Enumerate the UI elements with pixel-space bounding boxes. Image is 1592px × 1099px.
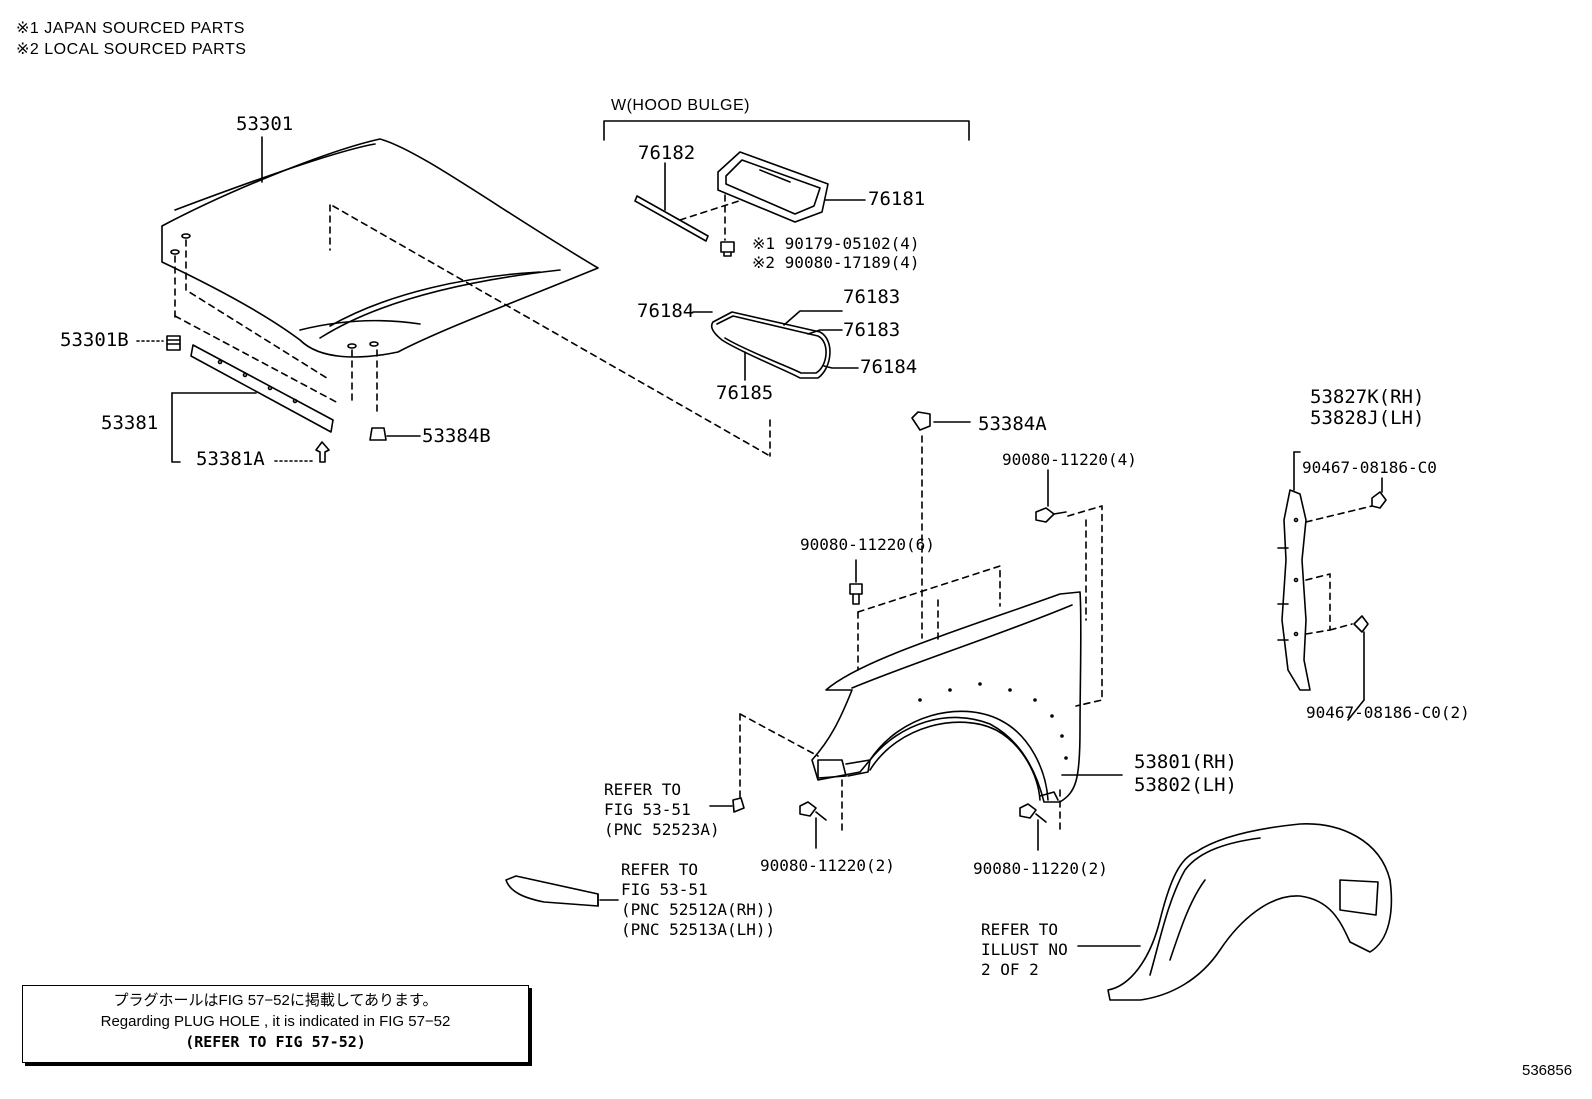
fender-liner [1077, 823, 1393, 1001]
legend-japan-sourced: ※1 JAPAN SOURCED PARTS [16, 20, 245, 37]
callout-53381: 53381 [101, 412, 159, 434]
bolt-90080-6 [849, 559, 863, 605]
callout-76184-left: 76184 [637, 300, 695, 322]
screw-90467-b [1353, 615, 1369, 701]
callout-90467-double: 90467-08186-C0(2) [1306, 703, 1470, 722]
cushion-53384B [369, 427, 421, 441]
note-line-english: Regarding PLUG HOLE , it is indicated in… [100, 1013, 451, 1030]
callout-90080-11220-2-right: 90080-11220(2) [973, 859, 1108, 878]
hood-seal-53381 [171, 344, 334, 463]
callout-53384A: 53384A [978, 413, 1047, 435]
callout-90179: ※1 90179-05102(4) [752, 234, 920, 253]
hood-bulge-label: W(HOOD BULGE) [611, 97, 750, 114]
bolt-90080-2a [799, 801, 827, 849]
hood-panel [161, 138, 599, 358]
clip-52523A [709, 797, 745, 813]
callout-90467-single: 90467-08186-C0 [1302, 458, 1437, 477]
callout-53828J: 53828J(LH) [1310, 407, 1425, 429]
bolt-90080-2b [1019, 803, 1047, 851]
leader-90467b [1347, 699, 1365, 721]
hood-bumper-53301B [136, 335, 181, 351]
note-line-refer: (REFER TO FIG 57-52) [185, 1033, 366, 1051]
callout-53301: 53301 [236, 113, 294, 135]
callout-90080-17189: ※2 90080-17189(4) [752, 253, 920, 272]
refer-illust-2: REFER TO ILLUST NO 2 OF 2 [981, 920, 1068, 979]
refer-52523A: REFER TO FIG 53-51 (PNC 52523A) [604, 780, 720, 839]
callout-76181: 76181 [868, 188, 926, 210]
splash-shield-53827K [1277, 451, 1311, 691]
molding-52512A [505, 875, 619, 907]
shield-dashed-guides [1305, 505, 1373, 635]
callout-90080-11220-6: 90080-11220(6) [800, 535, 935, 554]
clip-53381A [315, 441, 330, 463]
callout-90080-11220-2-left: 90080-11220(2) [760, 856, 895, 875]
bolt-90080-4 [1035, 469, 1067, 523]
callout-76184-right: 76184 [860, 356, 918, 378]
plug-hole-note: プラグホールはFIG 57−52に掲載してあります。 Regarding PLU… [22, 985, 529, 1063]
callout-53827K: 53827K(RH) [1310, 386, 1425, 408]
molding-76182 [634, 162, 743, 242]
seal-set-76183 [692, 310, 859, 381]
fender-53801 [811, 591, 1123, 803]
refer-52512A: REFER TO FIG 53-51 (PNC 52512A(RH)) (PNC… [621, 860, 776, 939]
callout-53802: 53802(LH) [1134, 774, 1237, 796]
callout-76183-mid: 76183 [843, 319, 901, 341]
callout-90080-11220-4: 90080-11220(4) [1002, 450, 1137, 469]
callout-53801: 53801(RH) [1134, 751, 1237, 773]
callout-53381A: 53381A [196, 448, 265, 470]
nut-90179 [720, 241, 735, 257]
callout-76185: 76185 [716, 382, 774, 404]
hood-bulge-76181 [717, 151, 866, 223]
callout-76183-top: 76183 [843, 286, 901, 308]
note-line-japanese: プラグホールはFIG 57−52に掲載してあります。 [113, 992, 438, 1009]
callout-76182: 76182 [638, 142, 696, 164]
fender-dashed-guides [739, 435, 1103, 831]
screw-90467-a [1371, 477, 1387, 509]
callout-53301B: 53301B [60, 329, 129, 351]
hood-dashed-guides [174, 204, 771, 457]
cushion-53384A [911, 411, 971, 431]
callout-53384B: 53384B [422, 425, 491, 447]
diagram-number: 536856 [1522, 1062, 1573, 1079]
hood-bulge-bracket [603, 120, 970, 141]
legend-local-sourced: ※2 LOCAL SOURCED PARTS [16, 41, 247, 58]
